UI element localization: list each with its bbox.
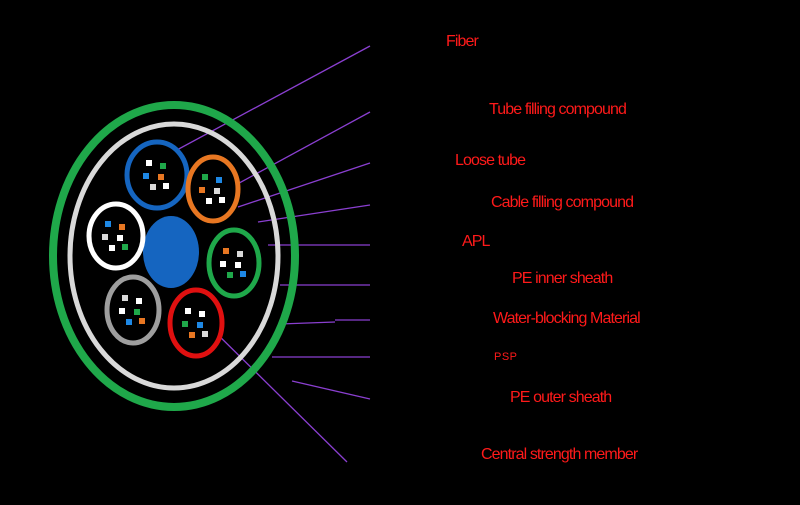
fiber-mark bbox=[146, 160, 152, 166]
fiber-mark bbox=[219, 197, 225, 203]
leader-line bbox=[279, 321, 336, 325]
label-cable-filling-compound: Cable filling compound bbox=[491, 194, 634, 211]
leader-line bbox=[237, 162, 371, 208]
red-loose-tube bbox=[167, 287, 225, 359]
fiber-mark bbox=[117, 235, 123, 241]
leader-line bbox=[291, 380, 371, 400]
label-loose-tube: Loose tube bbox=[455, 152, 526, 169]
blue-loose-tube bbox=[124, 139, 190, 211]
white-loose-tube bbox=[86, 201, 146, 271]
fiber-mark bbox=[189, 332, 195, 338]
fiber-mark bbox=[160, 163, 166, 169]
fiber-mark bbox=[182, 321, 188, 327]
fiber-mark bbox=[158, 174, 164, 180]
fiber-mark bbox=[185, 308, 191, 314]
fiber-mark bbox=[105, 221, 111, 227]
orange-loose-tube bbox=[185, 154, 241, 224]
fiber-mark bbox=[163, 183, 169, 189]
fiber-mark bbox=[126, 319, 132, 325]
fiber-mark bbox=[223, 248, 229, 254]
fiber-mark bbox=[122, 244, 128, 250]
gray-loose-tube bbox=[104, 274, 162, 346]
loose-tubes bbox=[86, 139, 262, 359]
fiber-mark bbox=[136, 298, 142, 304]
green-loose-tube bbox=[206, 227, 262, 299]
fiber-mark bbox=[237, 251, 243, 257]
central-strength-member-core bbox=[143, 216, 199, 288]
fiber-mark bbox=[199, 187, 205, 193]
fiber-mark bbox=[102, 234, 108, 240]
leader-line bbox=[207, 324, 348, 463]
pe-outer-sheath-ring bbox=[49, 101, 299, 411]
label-pe-outer-sheath: PE outer sheath bbox=[510, 389, 612, 406]
fiber-mark bbox=[139, 318, 145, 324]
leader-line bbox=[229, 111, 371, 189]
fiber-mark bbox=[202, 174, 208, 180]
fiber-mark bbox=[119, 224, 125, 230]
leader-line bbox=[161, 45, 371, 159]
fiber-mark bbox=[206, 198, 212, 204]
label-pe-inner-sheath: PE inner sheath bbox=[512, 270, 613, 287]
leader-line bbox=[257, 204, 371, 223]
label-central-strength-member: Central strength member bbox=[481, 446, 638, 463]
fiber-mark bbox=[235, 262, 241, 268]
fiber-mark bbox=[240, 271, 246, 277]
fiber-mark bbox=[197, 322, 203, 328]
fiber-mark bbox=[227, 272, 233, 278]
fiber-mark bbox=[202, 331, 208, 337]
fiber-mark bbox=[216, 177, 222, 183]
fiber-mark bbox=[109, 245, 115, 251]
label-tube-filling-compound: Tube filling compound bbox=[489, 101, 627, 118]
fiber-mark bbox=[199, 311, 205, 317]
leader-lines bbox=[161, 45, 371, 463]
label-psp: PSP bbox=[494, 351, 518, 363]
label-water-blocking-material: Water-blocking Material bbox=[493, 310, 641, 327]
fiber-mark bbox=[134, 309, 140, 315]
fiber-mark bbox=[150, 184, 156, 190]
fiber-mark bbox=[143, 173, 149, 179]
fiber-mark bbox=[119, 308, 125, 314]
pe-inner-sheath-ring bbox=[67, 121, 281, 391]
label-apl: APL bbox=[462, 233, 490, 250]
fiber-mark bbox=[220, 261, 226, 267]
fiber-mark bbox=[214, 188, 220, 194]
fiber-mark bbox=[122, 295, 128, 301]
label-fiber: Fiber bbox=[446, 33, 479, 50]
